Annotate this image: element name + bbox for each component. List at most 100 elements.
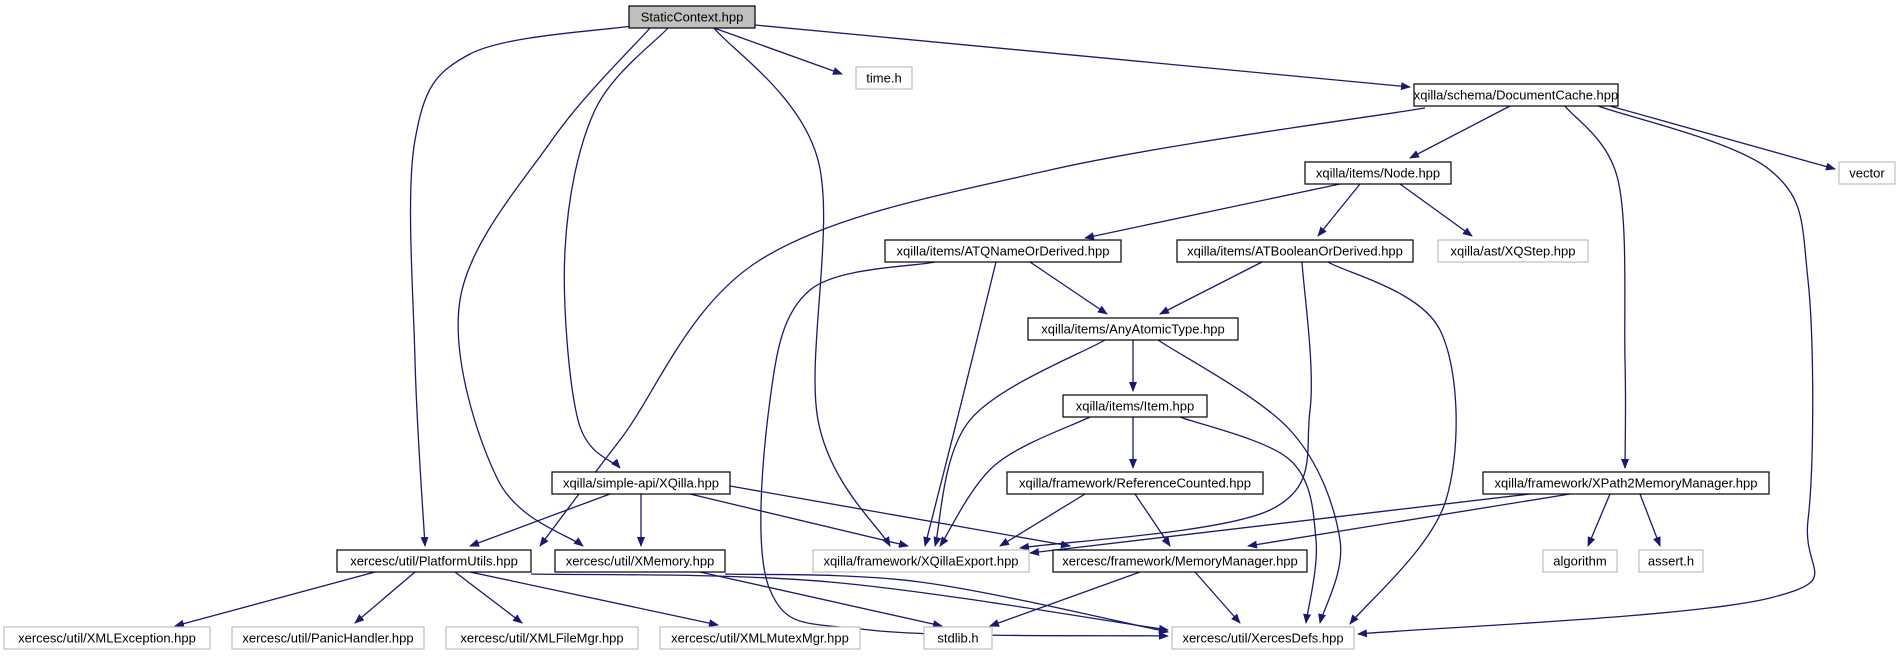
node-label-xqstep: xqilla/ast/XQStep.hpp [1450, 244, 1575, 259]
edge-xmemory-to-xercesdefs [724, 573, 1169, 635]
node-atqname[interactable]: xqilla/items/ATQNameOrDerived.hpp [884, 239, 1122, 263]
edge-document_cache-to-xmemory [539, 107, 1426, 547]
node-vector: vector [1838, 161, 1896, 185]
node-label-xmemory: xercesc/util/XMemory.hpp [566, 554, 715, 569]
edge-static_context-to-document_cache [754, 24, 1411, 91]
edge-atqname-to-anyatomic [1029, 261, 1108, 315]
edge-atqname-to-xqillaexport [923, 261, 997, 547]
edge-platformutils-to-xmlfilemgr [454, 571, 523, 624]
node-document_cache[interactable]: xqilla/schema/DocumentCache.hpp [1413, 83, 1619, 107]
node-label-panichandler: xercesc/util/PanicHandler.hpp [242, 631, 413, 646]
node-label-document_cache: xqilla/schema/DocumentCache.hpp [1414, 88, 1619, 103]
node-label-anyatomic: xqilla/items/AnyAtomicType.hpp [1041, 322, 1225, 337]
node-box-xqilla_api [551, 471, 731, 495]
node-label-xercesdefs: xercesc/util/XercesDefs.hpp [1182, 631, 1343, 646]
edge-xpath2mm-to-memorymanager [1247, 493, 1571, 549]
node-xmemory[interactable]: xercesc/util/XMemory.hpp [554, 549, 726, 573]
node-label-static_context: StaticContext.hpp [641, 10, 744, 25]
node-xmlfilemgr: xercesc/util/XMLFileMgr.hpp [445, 626, 639, 650]
node-platformutils[interactable]: xercesc/util/PlatformUtils.hpp [336, 549, 532, 573]
node-box-xpath2mm [1482, 471, 1770, 495]
node-label-refcounted: xqilla/framework/ReferenceCounted.hpp [1019, 476, 1251, 491]
node-box-item_hpp [1062, 394, 1208, 418]
node-box-atqname [884, 239, 1122, 263]
edge-xpath2mm-to-algorithm [1587, 493, 1611, 547]
node-static_context[interactable]: StaticContext.hpp [628, 5, 756, 29]
node-xpath2mm[interactable]: xqilla/framework/XPath2MemoryManager.hpp [1482, 471, 1770, 495]
node-label-time_h: time.h [866, 71, 901, 86]
node-box-xmlfilemgr [445, 626, 639, 650]
edge-xqilla_api-to-xqillaexport [689, 493, 909, 548]
edge-platformutils-to-xmlexception [174, 571, 376, 628]
node-box-xercesdefs [1171, 626, 1355, 650]
node-box-xmlexception [3, 626, 211, 650]
node-xercesdefs: xercesc/util/XercesDefs.hpp [1171, 626, 1355, 650]
edge-platformutils-to-xercesdefs [530, 573, 1169, 633]
edge-refcounted-to-xqillaexport [999, 493, 1086, 547]
node-xmlexception: xercesc/util/XMLException.hpp [3, 626, 211, 650]
node-label-item_hpp: xqilla/items/Item.hpp [1076, 399, 1195, 414]
edge-platformutils-to-xmlmutexmgr [469, 571, 719, 628]
node-panichandler: xercesc/util/PanicHandler.hpp [231, 626, 425, 650]
node-node_hpp[interactable]: xqilla/items/Node.hpp [1304, 161, 1452, 185]
edge-xqilla_api-to-platformutils [469, 493, 611, 547]
edge-static_context-to-xmemory [457, 27, 651, 547]
node-label-algorithm: algorithm [1553, 554, 1606, 569]
node-memorymanager[interactable]: xercesc/framework/MemoryManager.hpp [1052, 549, 1308, 573]
node-box-vector [1838, 161, 1896, 185]
node-label-assert_h: assert.h [1648, 554, 1694, 569]
node-xmlmutexmgr: xercesc/util/XMLMutexMgr.hpp [659, 626, 861, 650]
node-refcounted[interactable]: xqilla/framework/ReferenceCounted.hpp [1006, 471, 1264, 495]
node-box-anyatomic [1027, 317, 1239, 341]
edge-item_hpp-to-xercesdefs [1179, 416, 1318, 624]
edge-xmemory-to-stdlib_h [699, 571, 943, 628]
edge-document_cache-to-vector [1609, 105, 1836, 171]
edge-platformutils-to-panichandler [354, 571, 416, 624]
node-label-vector: vector [1849, 166, 1885, 181]
node-box-time_h [855, 66, 913, 90]
node-stdlib_h: stdlib.h [923, 626, 993, 650]
edge-atboolean-to-anyatomic [1159, 261, 1263, 315]
node-box-document_cache [1413, 83, 1619, 107]
node-xqillaexport: xqilla/framework/XQillaExport.hpp [812, 549, 1030, 573]
node-box-xmlmutexmgr [659, 626, 861, 650]
node-anyatomic[interactable]: xqilla/items/AnyAtomicType.hpp [1027, 317, 1239, 341]
node-item_hpp[interactable]: xqilla/items/Item.hpp [1062, 394, 1208, 418]
edge-anyatomic-to-xercesdefs [1157, 339, 1342, 624]
edge-memorymanager-to-xercesdefs [1194, 571, 1241, 624]
edge-document_cache-to-node_hpp [1409, 105, 1511, 159]
node-time_h: time.h [855, 66, 913, 90]
node-label-stdlib_h: stdlib.h [937, 631, 978, 646]
node-label-platformutils: xercesc/util/PlatformUtils.hpp [350, 554, 518, 569]
node-label-xmlmutexmgr: xercesc/util/XMLMutexMgr.hpp [671, 631, 849, 646]
node-box-memorymanager [1052, 549, 1308, 573]
edge-xpath2mm-to-xqillaexport [1029, 493, 1531, 556]
node-box-platformutils [336, 549, 532, 573]
node-box-algorithm [1542, 549, 1618, 573]
edge-memorymanager-to-stdlib_h [989, 571, 1141, 627]
node-xqilla_api[interactable]: xqilla/simple-api/XQilla.hpp [551, 471, 731, 495]
node-label-xpath2mm: xqilla/framework/XPath2MemoryManager.hpp [1494, 476, 1757, 491]
edge-document_cache-to-xpath2mm [1564, 105, 1630, 469]
node-assert_h: assert.h [1638, 549, 1704, 573]
node-label-xqilla_api: xqilla/simple-api/XQilla.hpp [563, 476, 719, 491]
edge-static_context-to-platformutils [409, 25, 632, 547]
edge-node_hpp-to-xqstep [1399, 183, 1473, 237]
node-box-node_hpp [1304, 161, 1452, 185]
node-label-atqname: xqilla/items/ATQNameOrDerived.hpp [897, 244, 1110, 259]
node-atboolean[interactable]: xqilla/items/ATBooleanOrDerived.hpp [1176, 239, 1414, 263]
node-label-node_hpp: xqilla/items/Node.hpp [1316, 166, 1440, 181]
node-box-xqillaexport [812, 549, 1030, 573]
edge-document_cache-to-xercesdefs [1357, 105, 1816, 638]
nodes-layer: StaticContext.hpp time.h xqilla/schema/Doc… [3, 5, 1896, 650]
edge-node_hpp-to-atboolean [1317, 183, 1361, 237]
edge-anyatomic-to-xqillaexport [933, 339, 1106, 547]
node-label-memorymanager: xercesc/framework/MemoryManager.hpp [1062, 554, 1298, 569]
node-xqstep: xqilla/ast/XQStep.hpp [1437, 239, 1589, 263]
node-box-panichandler [231, 626, 425, 650]
node-box-stdlib_h [923, 626, 993, 650]
node-label-atboolean: xqilla/items/ATBooleanOrDerived.hpp [1187, 244, 1403, 259]
node-box-static_context [628, 5, 756, 29]
edges-layer [174, 24, 1836, 640]
edge-atboolean-to-xercesdefs [1327, 261, 1457, 625]
